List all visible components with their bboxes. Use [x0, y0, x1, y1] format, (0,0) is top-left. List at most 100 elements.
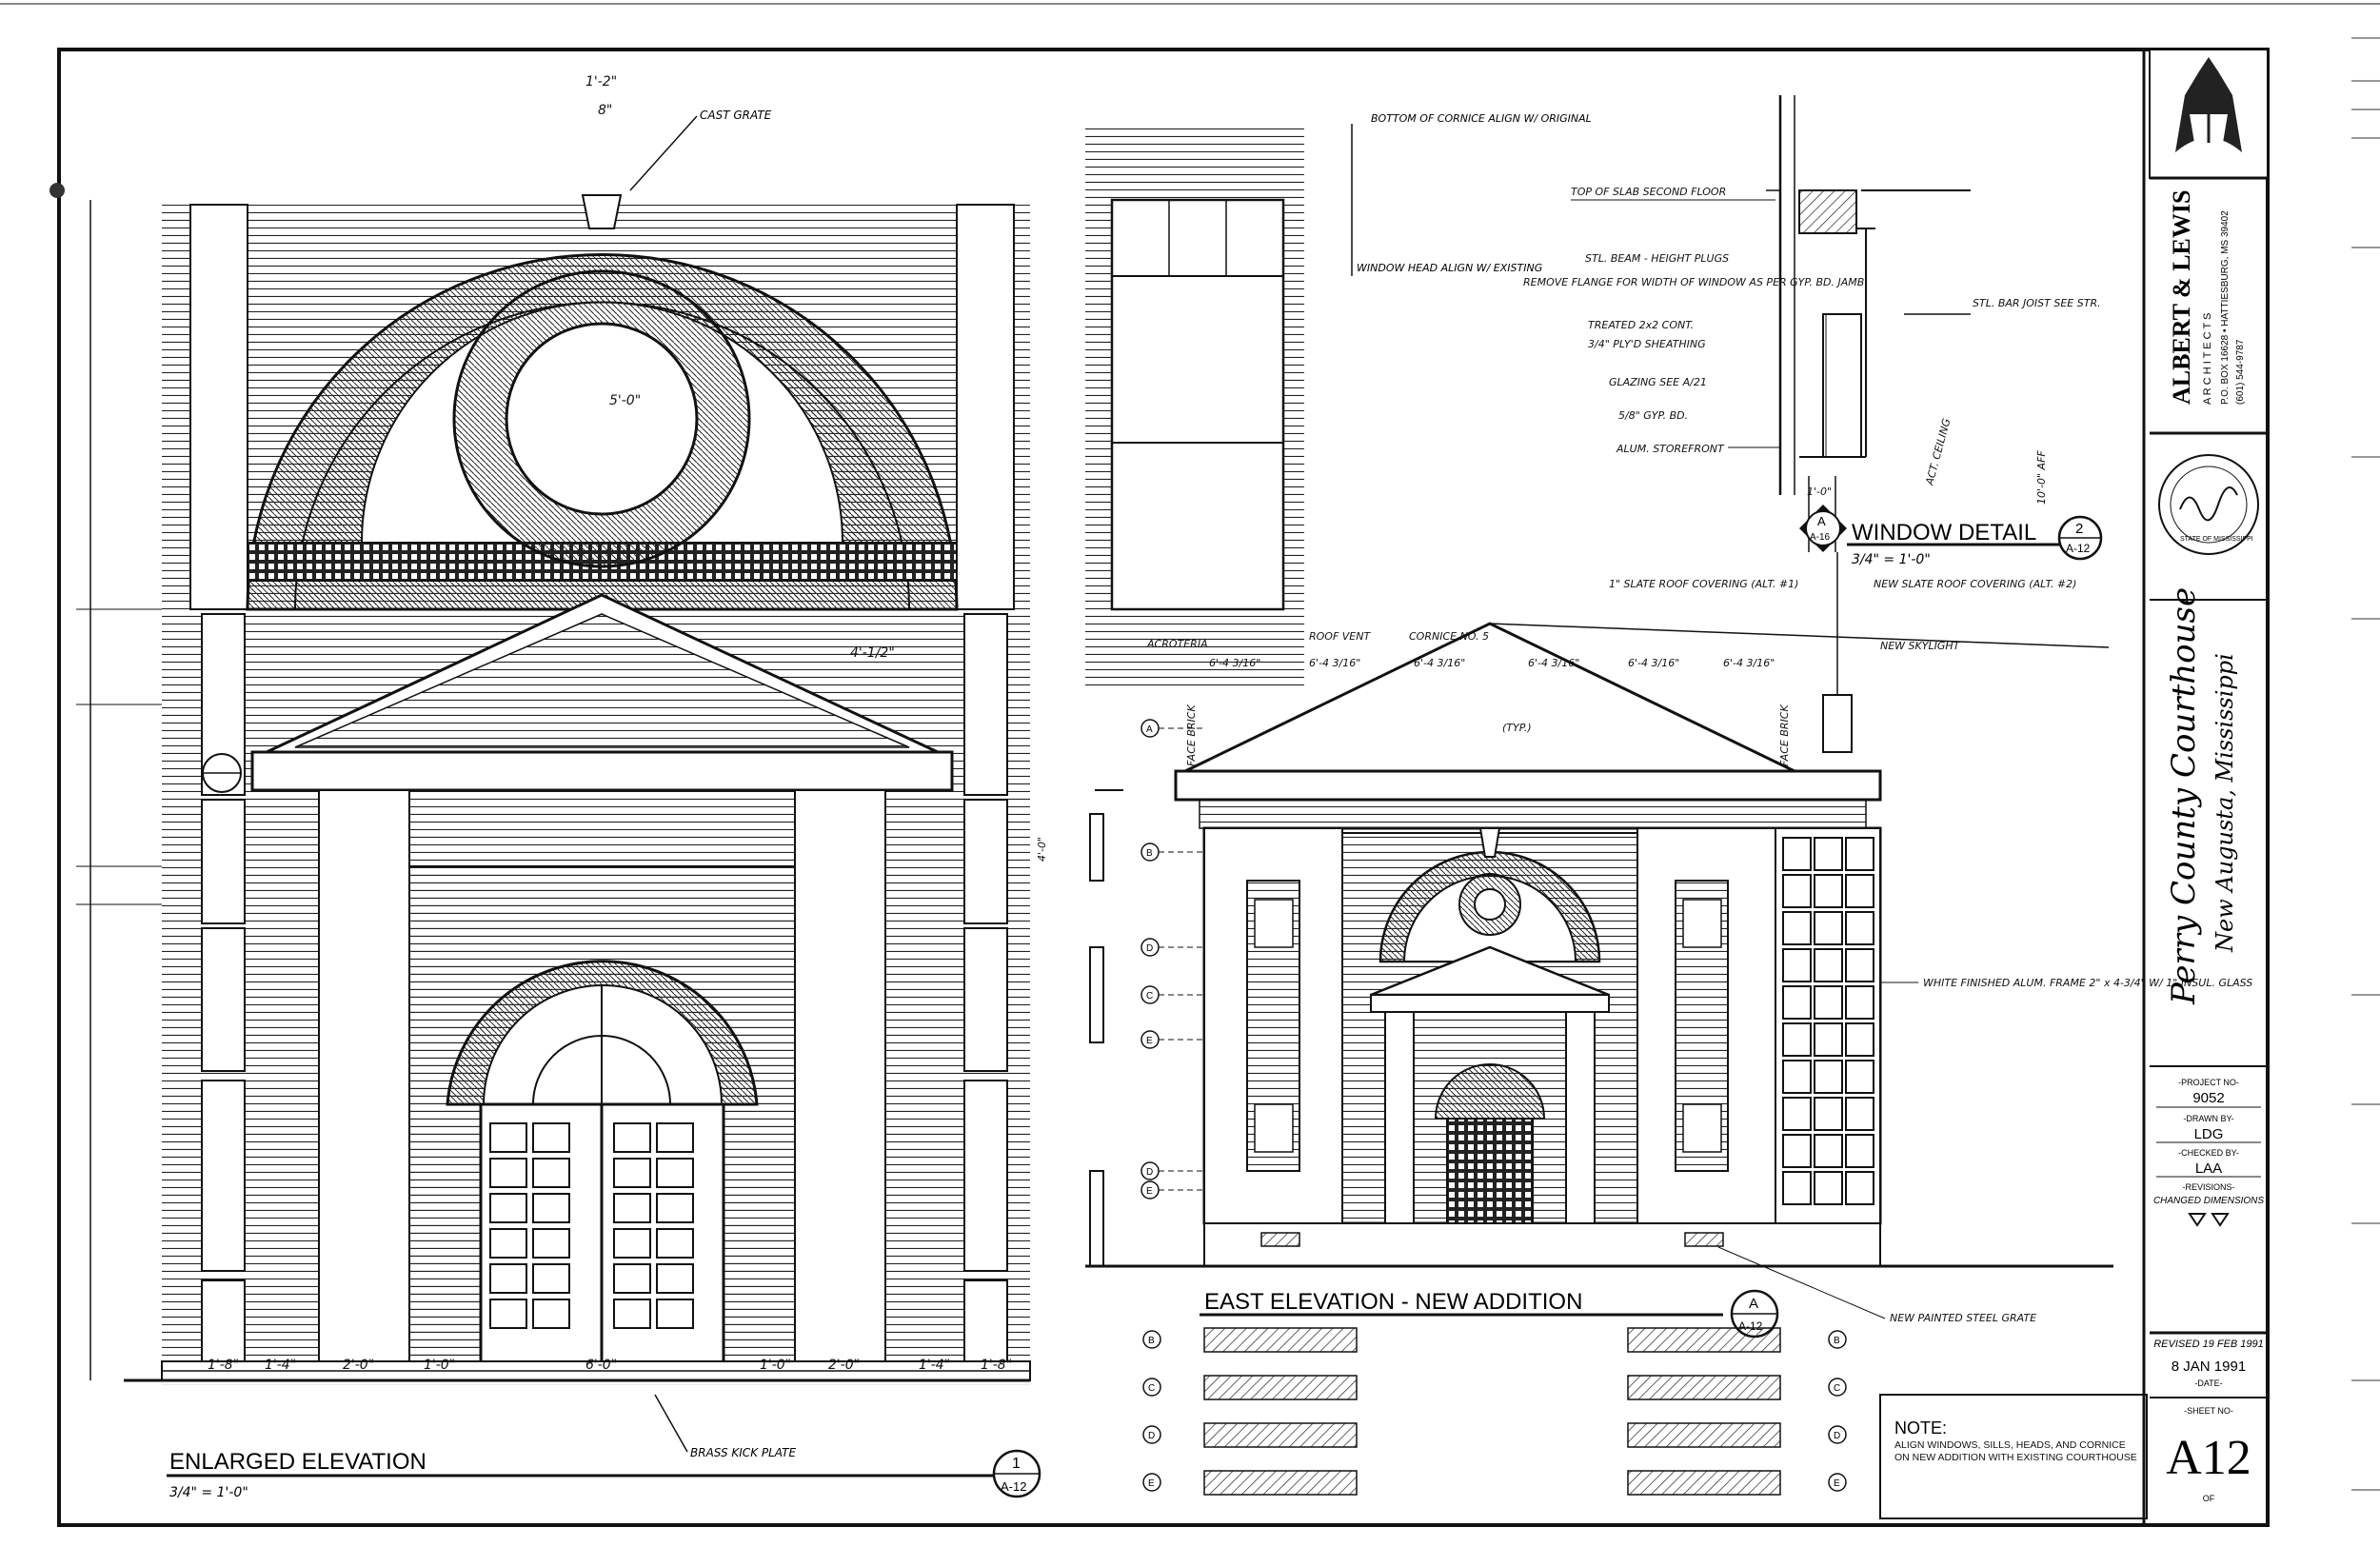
note-steel-beam: STL. BEAM - HEIGHT PLUGS	[1585, 252, 1729, 265]
rev-triangle-icon	[2211, 1213, 2230, 1227]
dim-roof1: 6'-4 3/16"	[1209, 657, 1260, 669]
window-ref-sheet: A-12	[2066, 542, 2091, 555]
dim-roof6: 6'-4 3/16"	[1723, 657, 1775, 669]
note-label: NOTE:	[1894, 1418, 1947, 1438]
door-pane	[613, 1122, 651, 1153]
grid-bubble-label: E	[1148, 1478, 1155, 1489]
title-block	[2142, 49, 2269, 1525]
architect-seal	[2158, 454, 2259, 555]
dim: 2'-0"	[343, 1358, 374, 1373]
project-title: Perry County Courthouse	[2165, 587, 2203, 1005]
firm-phone: (601) 544-9787	[2235, 339, 2246, 405]
grid-window-pane	[1782, 837, 1812, 871]
dim: 4'-1/2"	[850, 645, 895, 661]
grid-window-pane	[1782, 1134, 1812, 1168]
date-label: -DATE-	[2194, 1378, 2222, 1388]
margin-ticks	[2351, 37, 2380, 1491]
grid-window-pane	[1814, 1134, 1843, 1168]
enlarged-ref-sheet: A-12	[1001, 1479, 1026, 1494]
door-pane	[532, 1228, 570, 1259]
firm-subtitle: A R C H I T E C T S	[2202, 313, 2213, 405]
grid-window-pane	[1814, 1022, 1843, 1057]
note-brass-kick-plate: BRASS KICK PLATE	[690, 1446, 796, 1459]
grid-window-pane	[1845, 911, 1874, 945]
grid-window-pane	[1782, 1097, 1812, 1131]
door-pane	[613, 1158, 651, 1188]
note-cast-grate: CAST GRATE	[700, 109, 772, 122]
door-pane	[656, 1299, 694, 1329]
grid-bubble-label: D	[1148, 1431, 1155, 1441]
grid-window-pane	[1814, 874, 1843, 908]
note-text-wrap: ALIGN WINDOWS, SILLS, HEADS, AND CORNICE…	[1894, 1439, 2137, 1463]
door-pane	[532, 1263, 570, 1294]
door-pane	[489, 1299, 527, 1329]
note-box	[1879, 1394, 2148, 1519]
door-panes	[489, 1122, 694, 1329]
door-pane	[489, 1263, 527, 1294]
grid-window-pane	[1845, 1134, 1874, 1168]
dim: 2'-0"	[828, 1358, 860, 1373]
enlarged-elevation-title: ENLARGED ELEVATION	[169, 1449, 426, 1475]
grid-window-pane	[1845, 1171, 1874, 1205]
dim: 6'-0"	[585, 1358, 617, 1373]
note-text: ALIGN WINDOWS, SILLS, HEADS, AND CORNICE…	[1894, 1439, 2137, 1463]
plan-strip	[1203, 1470, 1358, 1496]
note-cornice: CORNICE NO. 5	[1409, 630, 1489, 643]
note-new-grate: NEW PAINTED STEEL GRATE	[1890, 1312, 2036, 1324]
firm-logo-icon	[2175, 57, 2242, 152]
dim-head: 4'-0"	[1036, 837, 1048, 862]
note-glazing: GLAZING SEE A/21	[1609, 376, 1707, 388]
grid-bubble	[1828, 1425, 1847, 1444]
grid-bubble	[1142, 1378, 1161, 1397]
enlarged-elevation-scale: 3/4" = 1'-0"	[169, 1485, 248, 1500]
sheet-no-label: -SHEET NO-	[2184, 1406, 2233, 1416]
dim: 1'-4"	[919, 1358, 950, 1373]
note-white-frame: WHITE FINISHED ALUM. FRAME 2" x 4-3/4" W…	[1923, 977, 2252, 989]
window-detail-notes: TOP OF SLAB SECOND FLOOR STL. BEAM - HEI…	[1523, 186, 2101, 505]
east-elevation-notes: 1" SLATE ROOF COVERING (ALT. #1) NEW SLA…	[1036, 578, 2252, 1324]
door-pane	[613, 1299, 651, 1329]
door-pane	[489, 1228, 527, 1259]
grid-window-pane	[1782, 911, 1812, 945]
grid-window-pane	[1814, 1060, 1843, 1094]
dim-roof2: 6'-4 3/16"	[1309, 657, 1360, 669]
dim: 1'-4"	[265, 1358, 296, 1373]
note-face-brick-l: FACE BRICK	[1185, 704, 1198, 766]
door-pane	[656, 1263, 694, 1294]
grid-window-pane	[1782, 948, 1812, 982]
grid-bubble-label: C	[1834, 1383, 1840, 1394]
east-ref-num: A	[1749, 1296, 1758, 1312]
window-detail	[1766, 95, 1971, 552]
grid-window-pane	[1845, 874, 1874, 908]
enlarged-elevation	[76, 194, 1031, 1385]
sheet-no: A12	[2166, 1431, 2251, 1485]
grid-bubble-label: B	[1146, 848, 1153, 859]
revisions: CHANGED DIMENSIONS	[2153, 1196, 2264, 1206]
grid-bubble	[1142, 1473, 1161, 1492]
grid-window-pane	[1814, 911, 1843, 945]
punch-hole	[50, 183, 65, 198]
project-info: -PROJECT NO- 9052 -DRAWN BY- LDG -CHECKE…	[2153, 1078, 2264, 1503]
note-new-skylight: NEW SKYLIGHT	[1880, 640, 1961, 652]
note-remove-flange: REMOVE FLANGE FOR WIDTH OF WINDOW AS PER…	[1523, 276, 1864, 288]
dim: 1'-0"	[424, 1358, 455, 1373]
grid-bubble-label: E	[1146, 1186, 1153, 1197]
door-pane	[532, 1122, 570, 1153]
grid-bubble-label: C	[1146, 991, 1153, 1002]
door-pane	[489, 1193, 527, 1223]
plan-strip	[1627, 1470, 1781, 1496]
note-act-ceiling: ACT. CEILING	[1923, 417, 1953, 487]
note-bottom-of-cornice: BOTTOM OF CORNICE ALIGN W/ ORIGINAL	[1371, 112, 1592, 125]
grid-window-pane	[1782, 1060, 1812, 1094]
grid-bubble-label: D	[1146, 1167, 1153, 1178]
section-ref-num: A	[1817, 514, 1826, 528]
project-no-label: -PROJECT NO-	[2178, 1078, 2239, 1087]
window-ref-num: 2	[2075, 521, 2083, 537]
checked-by-label: -CHECKED BY-	[2178, 1148, 2239, 1158]
section-strip	[1085, 124, 1353, 1267]
window-detail-scale: 3/4" = 1'-0"	[1852, 552, 1931, 567]
grid-window-pane	[1814, 1171, 1843, 1205]
note-slate-right: NEW SLATE ROOF COVERING (ALT. #2)	[1874, 578, 2076, 590]
project-location: New Augusta, Mississippi	[2211, 653, 2238, 953]
